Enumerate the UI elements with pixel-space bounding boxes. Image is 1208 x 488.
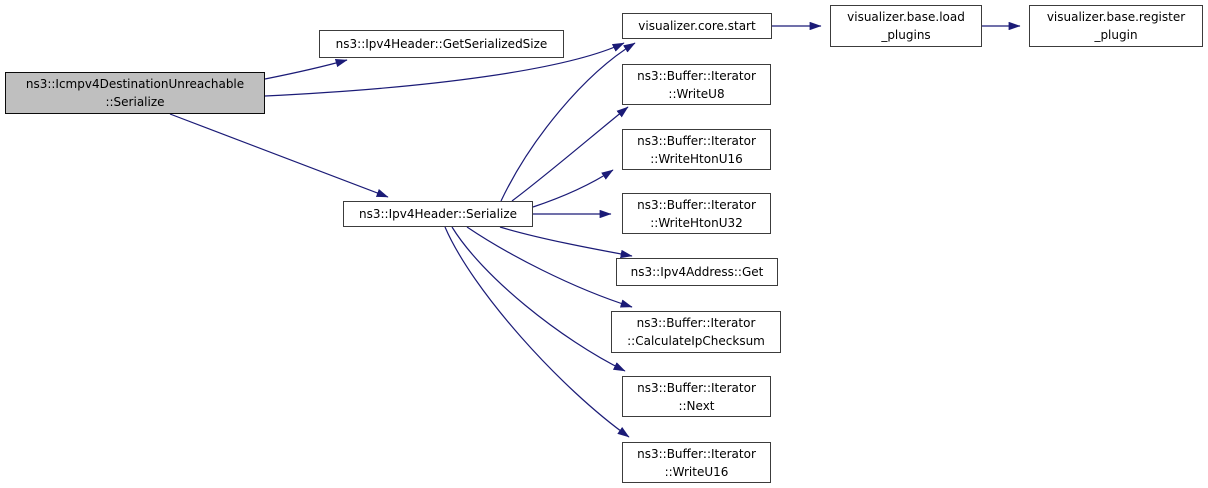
node-label-line: ns3::Icmpv4DestinationUnreachable — [25, 77, 245, 91]
edge-icmpv4-destination-unreachable-serialize--visualizer-core-start — [264, 42, 625, 97]
node-buffer-iterator-calculateipchecksum[interactable]: ns3::Buffer::Iterator::CalculateIpChecks… — [611, 311, 781, 353]
node-label-line: ::WriteU8 — [668, 86, 725, 101]
node-buffer-iterator-writeu8[interactable]: ns3::Buffer::Iterator::WriteU8 — [622, 64, 771, 105]
edge-ipv4header-serialize--visualizer-core-start — [500, 42, 636, 202]
node-label-line: ns3::Ipv4Address::Get — [630, 265, 764, 279]
edge-ipv4header-serialize--buffer-iterator-next — [451, 226, 626, 372]
edge-ipv4header-serialize--ipv4address-get — [499, 226, 633, 259]
node-label-line: ns3::Ipv4Header::GetSerializedSize — [335, 37, 548, 51]
node-buffer-iterator-writehtonu16[interactable]: ns3::Buffer::Iterator::WriteHtonU16 — [622, 129, 771, 170]
node-label-line: visualizer.base.register — [1046, 10, 1186, 24]
node-label-line: ::Next — [678, 398, 715, 413]
node-ipv4header-getserializedsize[interactable]: ns3::Ipv4Header::GetSerializedSize — [319, 30, 564, 58]
node-buffer-iterator-writehtonu32[interactable]: ns3::Buffer::Iterator::WriteHtonU32 — [622, 193, 771, 234]
edge-icmpv4-destination-unreachable-serialize--ipv4header-serialize — [169, 113, 389, 198]
node-label-line: ::CalculateIpChecksum — [627, 334, 765, 348]
node-label-line: ::WriteHtonU32 — [650, 215, 743, 230]
node-label-line: visualizer.base.load — [847, 10, 965, 24]
node-label-line: ns3::Buffer::Iterator — [637, 380, 756, 395]
node-label-line: ::WriteHtonU16 — [650, 151, 743, 166]
node-label-line: ns3::Buffer::Iterator — [637, 133, 756, 148]
edge-ipv4header-serialize--buffer-iterator-writehtonu16 — [532, 169, 614, 208]
node-ipv4address-get[interactable]: ns3::Ipv4Address::Get — [616, 258, 778, 286]
node-ipv4header-serialize[interactable]: ns3::Ipv4Header::Serialize — [343, 201, 533, 227]
node-icmpv4-destination-unreachable-serialize[interactable]: ns3::Icmpv4DestinationUnreachable::Seria… — [5, 72, 265, 114]
edge-ipv4header-serialize--buffer-iterator-writeu16 — [444, 226, 630, 438]
node-label-line: _plugins — [881, 28, 931, 42]
node-buffer-iterator-next[interactable]: ns3::Buffer::Iterator::Next — [622, 376, 771, 417]
node-visualizer-core-start[interactable]: visualizer.core.start — [622, 13, 772, 39]
node-label-line: visualizer.core.start — [638, 19, 756, 33]
node-visualizer-base-load-plugins[interactable]: visualizer.base.load _plugins — [830, 5, 982, 47]
node-label-line: ns3::Buffer::Iterator — [637, 68, 756, 83]
edge-ipv4header-serialize--buffer-iterator-calculateipchecksum — [466, 226, 633, 308]
node-label-line: ns3::Ipv4Header::Serialize — [358, 207, 517, 221]
node-buffer-iterator-writeu16[interactable]: ns3::Buffer::Iterator::WriteU16 — [622, 442, 771, 483]
node-label-line: ::Serialize — [105, 95, 165, 109]
edge-ipv4header-serialize--buffer-iterator-writeu8 — [511, 106, 629, 202]
edge-icmpv4-destination-unreachable-serialize--ipv4header-getserializedsize — [264, 59, 348, 80]
node-label-line: ns3::Buffer::Iterator — [637, 197, 756, 212]
node-label-line: ns3::Buffer::Iterator — [637, 446, 756, 461]
node-label-line: ns3::Buffer::Iterator — [636, 316, 756, 330]
node-visualizer-base-register-plugin[interactable]: visualizer.base.register _plugin — [1029, 5, 1203, 47]
node-label-line: _plugin — [1094, 28, 1138, 42]
node-label-line: ::WriteU16 — [664, 464, 729, 479]
